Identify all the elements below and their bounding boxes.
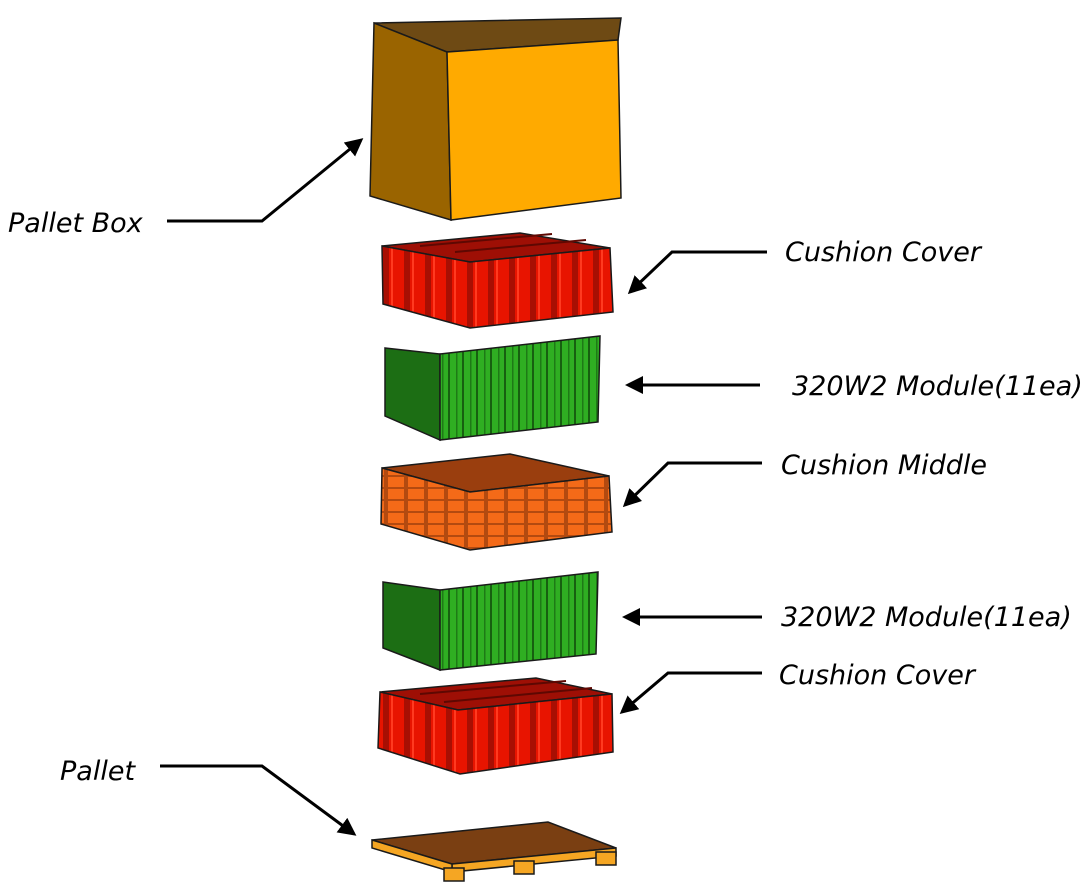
cushion-middle-label: Cushion Middle [781,450,987,481]
cover-ridge [454,239,587,253]
cushion-middle [380,453,613,551]
pallet-block [513,860,535,875]
module-bottom [382,571,599,672]
pallet-block [443,867,465,882]
cushion-cover-bottom-front-face [377,691,614,775]
module-bottom-label: 320W2 Module(11ea) [781,602,1072,633]
module-top-front-face [439,335,601,441]
pallet-box [369,17,622,222]
pallet-leader-arrow [160,764,357,836]
module-top-side-face [384,347,441,442]
pallet-box-label: Pallet Box [8,208,144,239]
cushion-cover-top-ridges [419,233,587,253]
labels: Pallet Box Cushion Cover 320W2 Module(11… [8,208,1083,787]
cushion-cover-bottom-leader-arrow [619,671,762,714]
cover-ridge [419,233,553,247]
module-bottom-front-face [439,571,599,671]
pallet-block [595,851,617,866]
cushion-cover-top-label: Cushion Cover [785,237,983,268]
cushion-cover-bottom [377,677,614,775]
pallet-box-leader-arrow [167,138,364,223]
leader-lines [160,138,767,836]
pallet-label: Pallet [60,756,136,787]
cushion-cover-top [381,232,614,329]
module-bottom-side-face [382,581,441,672]
pallet [371,821,617,882]
pallet-box-side-face [369,21,452,222]
cushion-cover-top-front-face [381,245,614,329]
cushion-middle-front-face [380,467,613,551]
cushion-middle-leader-arrow [622,461,762,508]
cushion-cover-top-leader-arrow [627,250,767,295]
cover-ridge [443,687,593,703]
cushion-cover-bottom-ridges [419,680,593,703]
module-top-label: 320W2 Module(11ea) [792,371,1083,402]
module-top [384,335,601,442]
pallet-box-front-face [446,39,622,221]
cover-ridge [419,680,567,695]
cushion-cover-bottom-label: Cushion Cover [779,660,977,691]
